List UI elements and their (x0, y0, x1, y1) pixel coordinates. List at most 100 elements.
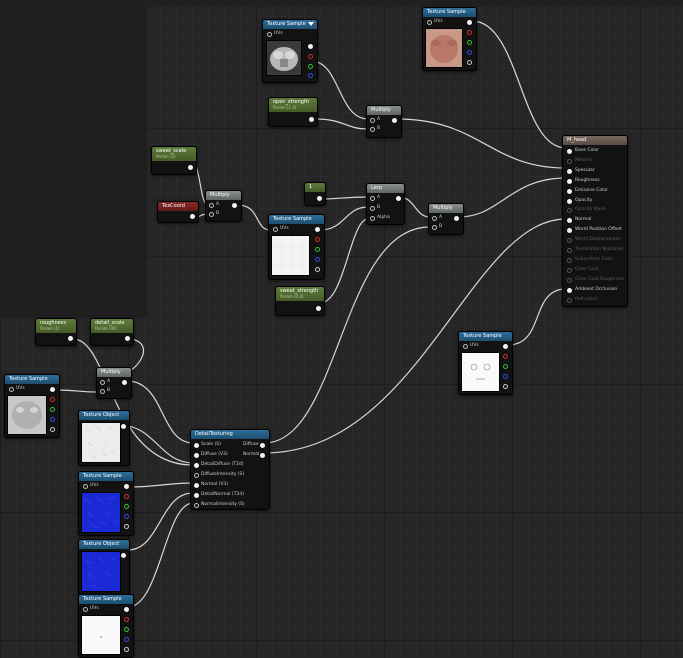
input-pin[interactable] (194, 443, 199, 448)
a-out-pin[interactable] (124, 524, 129, 529)
texture-object-node-2[interactable]: Texture Object (78, 539, 130, 595)
input-pin[interactable] (194, 473, 199, 478)
b-pin[interactable] (370, 127, 375, 132)
out-pin[interactable] (190, 214, 195, 219)
material-pin-dot[interactable] (567, 277, 572, 283)
b-out-pin[interactable] (50, 417, 55, 422)
material-pin-dot[interactable] (567, 178, 572, 184)
rgb-out-pin[interactable] (124, 484, 129, 489)
r-out-pin[interactable] (315, 237, 320, 242)
param-detail-scale[interactable]: detail_scale Param (40) (90, 318, 134, 346)
alpha-pin[interactable] (370, 216, 375, 221)
material-pin-dot[interactable] (567, 267, 572, 273)
uvs-pin[interactable] (267, 32, 272, 37)
material-pin-dot[interactable] (567, 208, 572, 214)
b-out-pin[interactable] (315, 257, 320, 262)
b-out-pin[interactable] (308, 73, 313, 78)
rgb-out-pin[interactable] (50, 387, 55, 392)
uvs-pin[interactable] (83, 607, 88, 612)
material-pin-dot[interactable] (567, 188, 572, 194)
uvs-pin[interactable] (83, 484, 88, 489)
g-out-pin[interactable] (124, 627, 129, 632)
uvs-pin[interactable] (273, 227, 278, 232)
lerp-node[interactable]: Lerp A B Alpha (366, 183, 405, 225)
a-out-pin[interactable] (467, 60, 472, 65)
material-pin-dot[interactable] (567, 297, 572, 303)
input-pin[interactable] (194, 483, 199, 488)
param-open-strength[interactable]: open_strength Param (1.4) (268, 97, 318, 127)
a-pin[interactable] (100, 380, 105, 385)
texture-sample-node-1[interactable]: Texture Sample UVs (262, 19, 318, 83)
texture-sample-node-5[interactable]: Texture Sample UVs (4, 374, 60, 438)
multiply-node-3[interactable]: Multiply A B (428, 203, 464, 235)
b-pin[interactable] (432, 225, 437, 230)
material-pin-dot[interactable] (567, 257, 572, 263)
r-out-pin[interactable] (503, 354, 508, 359)
g-out-pin[interactable] (315, 247, 320, 252)
a-pin[interactable] (370, 118, 375, 123)
uvs-pin[interactable] (9, 387, 14, 392)
material-pin-dot[interactable] (567, 149, 572, 154)
g-out-pin[interactable] (124, 504, 129, 509)
g-out-pin[interactable] (503, 364, 508, 369)
material-pin-dot[interactable] (567, 218, 572, 224)
a-out-pin[interactable] (315, 267, 320, 272)
output-pin[interactable] (260, 443, 265, 448)
out-pin[interactable] (317, 196, 322, 201)
b-pin[interactable] (209, 212, 214, 217)
param-sweat-strength[interactable]: sweat_strength Param (0.4) (275, 286, 325, 316)
multiply-node-2[interactable]: Multiply A B (205, 190, 242, 222)
rgb-out-pin[interactable] (315, 227, 320, 232)
texture-sample-node-7[interactable]: Texture Sample UVs (78, 594, 134, 658)
material-pin-dot[interactable] (567, 198, 572, 204)
out-pin[interactable] (309, 117, 314, 122)
a-out-pin[interactable] (124, 647, 129, 652)
material-pin-dot[interactable] (567, 238, 572, 244)
multiply-node-4[interactable]: Multiply A B (96, 367, 132, 399)
g-out-pin[interactable] (50, 407, 55, 412)
material-pin-dot[interactable] (567, 168, 572, 174)
input-pin[interactable] (194, 463, 199, 468)
material-pin-dot[interactable] (567, 228, 572, 234)
out-pin[interactable] (316, 306, 321, 311)
rgb-out-pin[interactable] (124, 607, 129, 612)
material-pin-dot[interactable] (567, 248, 572, 253)
b-out-pin[interactable] (124, 637, 129, 642)
r-out-pin[interactable] (467, 30, 472, 35)
input-pin[interactable] (194, 503, 199, 508)
r-out-pin[interactable] (124, 494, 129, 499)
b-pin[interactable] (100, 389, 105, 394)
a-pin[interactable] (370, 196, 375, 201)
a-out-pin[interactable] (50, 427, 55, 432)
a-pin[interactable] (209, 203, 214, 208)
rgb-out-pin[interactable] (503, 344, 508, 349)
a-pin[interactable] (432, 216, 437, 221)
texture-sample-node-4[interactable]: Texture Sample UVs (458, 331, 513, 395)
uvs-pin[interactable] (427, 20, 432, 25)
material-pin-dot[interactable] (567, 158, 572, 164)
r-out-pin[interactable] (50, 397, 55, 402)
param-sweat-scale[interactable]: sweat_scale Param (2) (151, 146, 197, 175)
out-pin[interactable] (188, 165, 193, 170)
collapse-arrow-icon[interactable] (308, 22, 314, 26)
out-pin[interactable] (68, 336, 73, 341)
out-pin[interactable] (121, 553, 126, 558)
texture-sample-node-3[interactable]: Texture Sample UVs (268, 214, 325, 280)
b-pin[interactable] (370, 206, 375, 211)
b-out-pin[interactable] (467, 50, 472, 55)
input-pin[interactable] (194, 493, 199, 498)
out-pin[interactable] (396, 196, 401, 201)
output-pin[interactable] (260, 453, 265, 458)
multiply-node-1[interactable]: Multiply A B (366, 105, 402, 138)
texcoord-node[interactable]: TexCoord (157, 201, 199, 223)
out-pin[interactable] (392, 118, 397, 123)
uvs-pin[interactable] (463, 344, 468, 349)
detail-texturing-node[interactable]: DetailTexturing Scale (S)Diffuse (V3)Det… (190, 429, 270, 510)
constant-node[interactable]: 1 (304, 182, 326, 206)
rgb-out-pin[interactable] (467, 20, 472, 25)
b-out-pin[interactable] (124, 514, 129, 519)
r-out-pin[interactable] (124, 617, 129, 622)
out-pin[interactable] (125, 336, 130, 341)
r-out-pin[interactable] (308, 54, 313, 59)
